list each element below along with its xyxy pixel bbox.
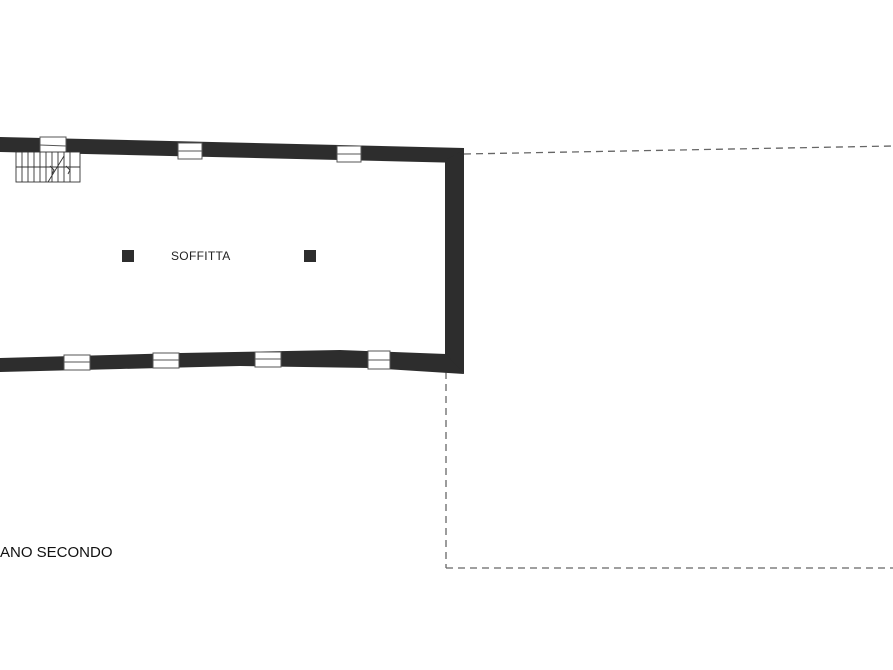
- wall-right: [445, 150, 464, 374]
- stair-arrow-icon: [49, 165, 55, 175]
- pillar-right: [304, 250, 316, 262]
- floor-label: ANO SECONDO: [0, 544, 113, 561]
- windows-bottom: [63, 350, 391, 371]
- room-label-soffitta: SOFFITTA: [171, 249, 231, 263]
- pillar-left: [122, 250, 134, 262]
- stair-arrow-icon-2: [65, 165, 71, 175]
- windows-top: [39, 136, 362, 163]
- dashed-outline: [445, 145, 893, 569]
- staircase: [15, 151, 81, 183]
- wall-bottom: [0, 350, 464, 374]
- window-top-1-sill: [39, 144, 67, 147]
- dashed-outline-top: [463, 145, 893, 155]
- stair-diagonal: [47, 155, 65, 183]
